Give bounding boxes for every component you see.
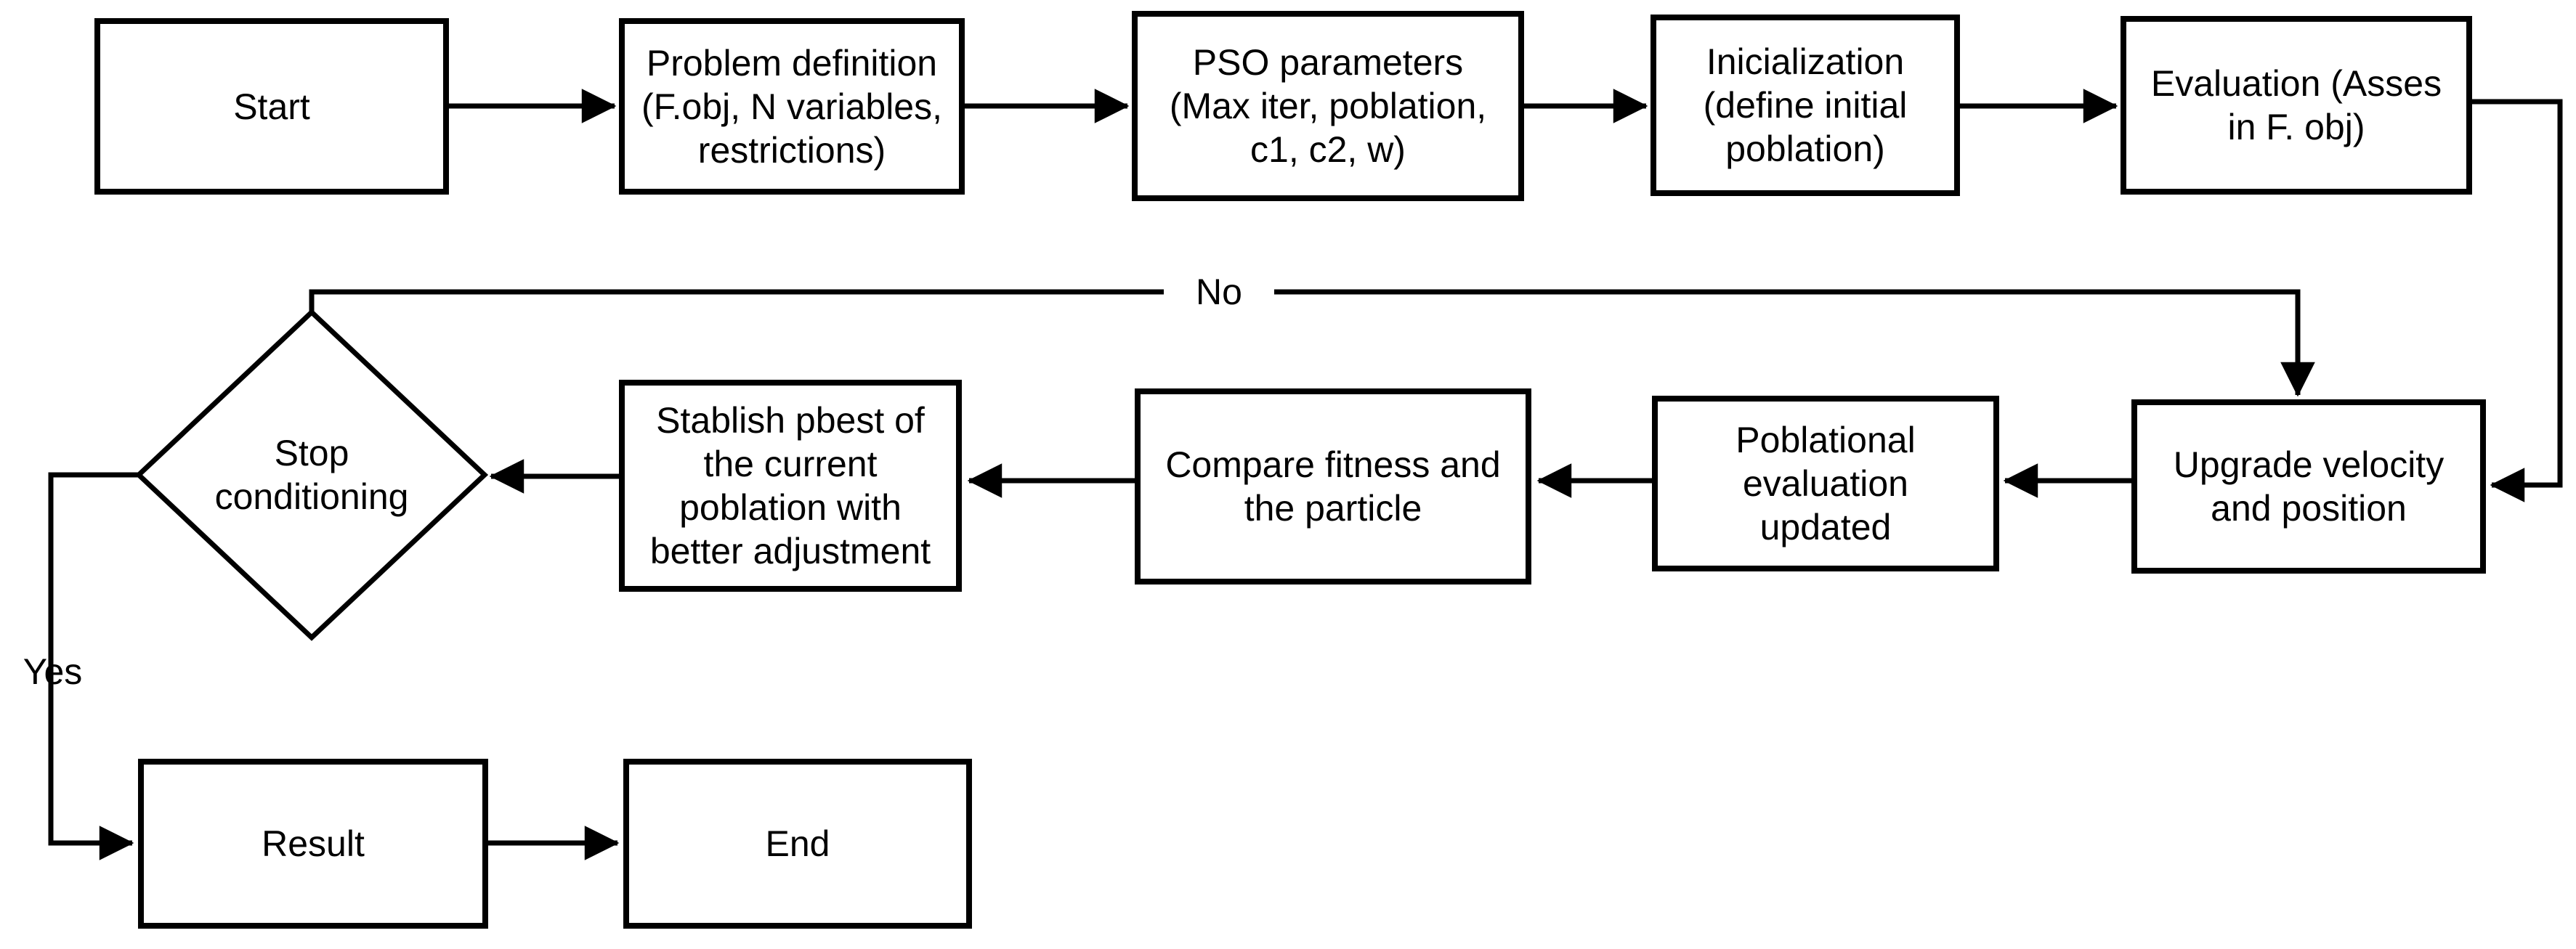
edge-label-no: No <box>1164 270 1274 314</box>
node-result-label: Result <box>262 823 365 864</box>
edge-evaluation-to-upgrade-velocity <box>2471 99 2563 502</box>
node-upgrade-velocity-label: Upgrade velocity and position <box>2173 444 2445 529</box>
edge-yes-stop-conditioning-to-result <box>48 472 139 860</box>
node-pso-parameters-label: PSO parameters (Max iter, poblation, c1,… <box>1169 42 1487 170</box>
node-problem-definition: Problem definition (F.obj, N variables, … <box>619 18 965 195</box>
node-pso-parameters: PSO parameters (Max iter, poblation, c1,… <box>1132 11 1524 201</box>
node-compare-fitness: Compare fitness and the particle <box>1135 388 1531 585</box>
node-upgrade-velocity: Upgrade velocity and position <box>2131 399 2486 574</box>
edge-label-yes-text: Yes <box>23 651 83 692</box>
decision-stop-conditioning-label: Stop conditioning <box>214 433 409 517</box>
decision-stop-conditioning: Stop conditioning <box>188 410 435 540</box>
node-result: Result <box>138 759 488 929</box>
node-stablish-pbest-label: Stablish pbest of the current poblation … <box>649 400 931 571</box>
node-poblational-evaluation-label: Poblational evaluation updated <box>1735 420 1916 547</box>
node-evaluation-label: Evaluation (Asses in F. obj) <box>2150 63 2442 147</box>
node-stablish-pbest: Stablish pbest of the current poblation … <box>619 380 962 592</box>
edge-no-stop-conditioning-to-upgrade-velocity <box>309 289 2315 397</box>
node-problem-definition-label: Problem definition (F.obj, N variables, … <box>641 42 943 171</box>
node-inicialization-label: Inicialization (define initial poblation… <box>1703 41 1908 169</box>
node-end: End <box>623 759 972 929</box>
node-inicialization: Inicialization (define initial poblation… <box>1650 15 1960 196</box>
stop-conditioning-diamond-shape <box>134 309 489 641</box>
node-poblational-evaluation: Poblational evaluation updated <box>1652 396 1999 571</box>
edge-label-no-text: No <box>1196 272 1242 312</box>
node-evaluation: Evaluation (Asses in F. obj) <box>2121 16 2472 195</box>
node-start: Start <box>94 18 449 195</box>
edge-label-yes: Yes <box>11 650 94 693</box>
node-compare-fitness-label: Compare fitness and the particle <box>1165 444 1501 529</box>
node-end-label: End <box>765 823 830 864</box>
node-start-label: Start <box>233 86 310 127</box>
